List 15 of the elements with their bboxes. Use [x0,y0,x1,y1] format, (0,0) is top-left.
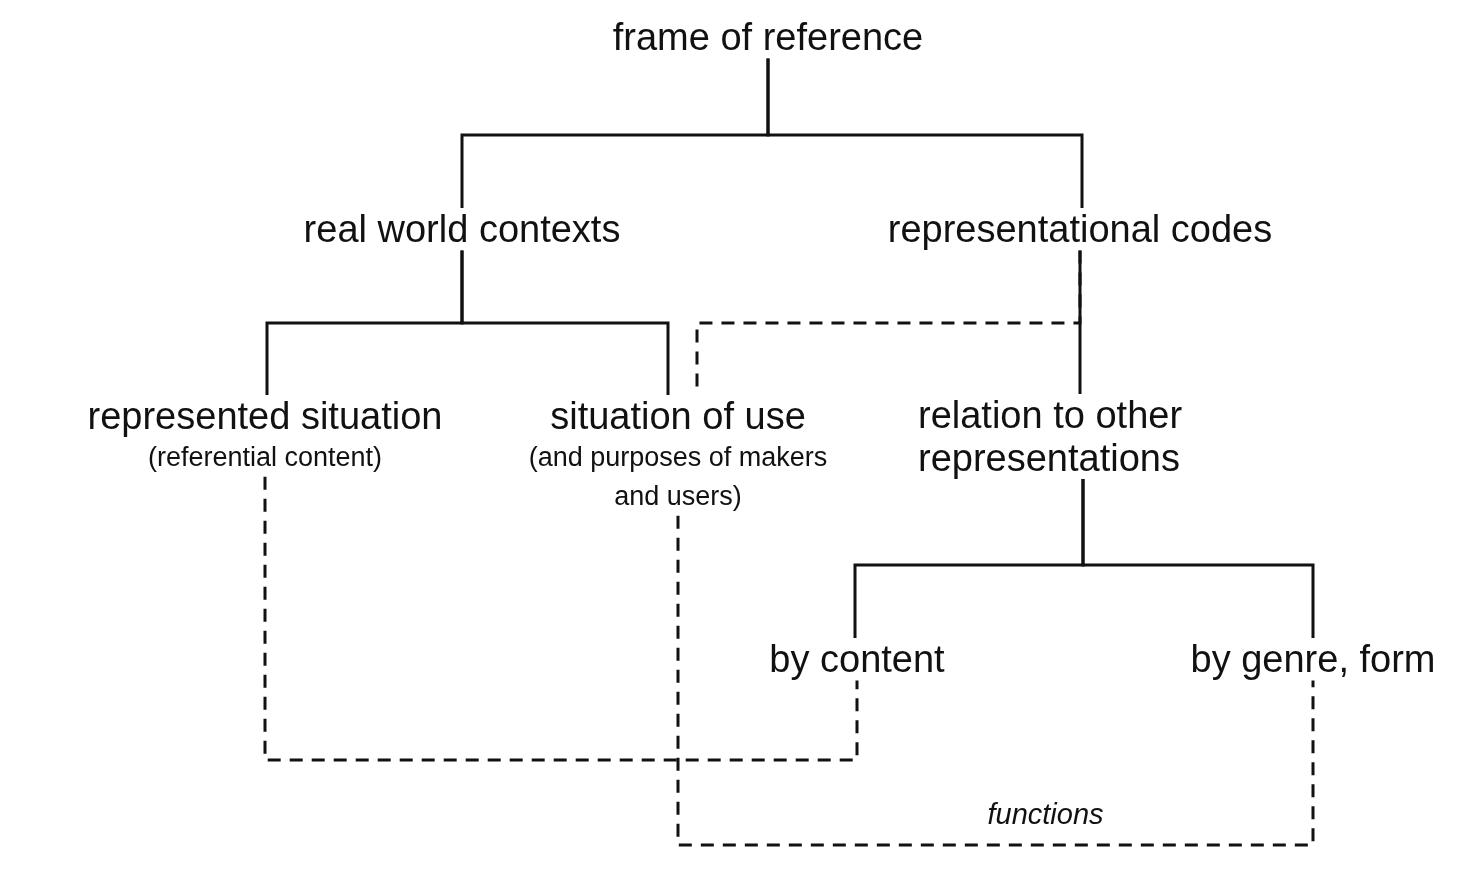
node-label: real world contexts [302,208,622,251]
connector-line [1081,479,1315,638]
node-label: by genre, form [1189,638,1437,681]
connector-line [460,250,670,395]
node-label: situation of use [549,395,807,438]
dashed-connector [263,476,859,762]
connector-line [766,58,1084,208]
node-subtitle: (referential content) [146,440,384,474]
node-label: by content [768,638,946,681]
node-label: relation to other representations [918,394,1184,480]
node-subtitle: (and purposes of makers and users) [527,440,829,513]
node-label: representational codes [886,208,1274,251]
node-label: represented situation [86,395,444,438]
dashed-connector [676,515,1315,847]
node-label: frame of reference [611,16,925,59]
